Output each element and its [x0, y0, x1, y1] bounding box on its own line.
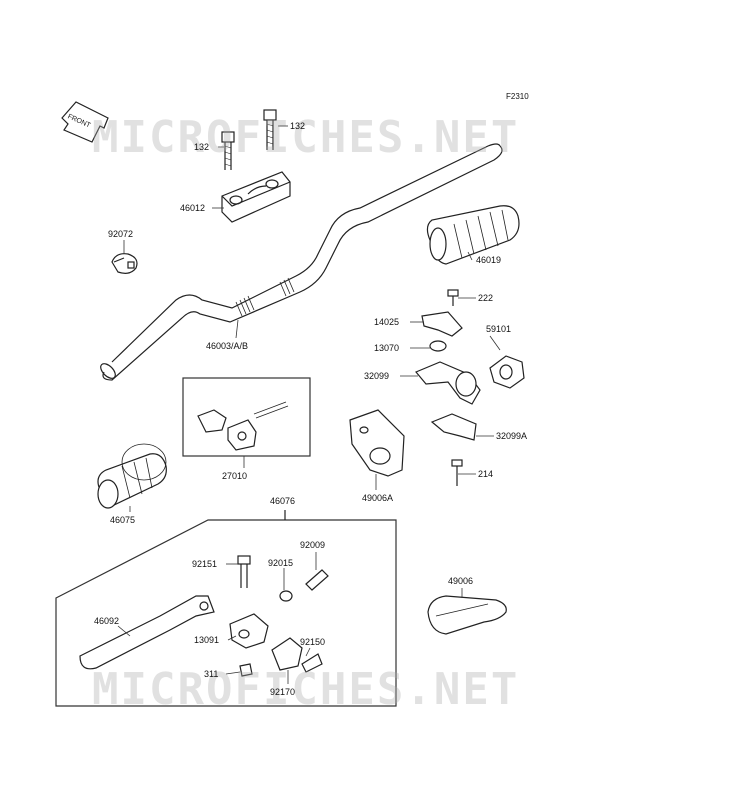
switch-box: [182, 377, 311, 457]
label-13070: 13070: [374, 343, 400, 353]
throttle-housing: [415, 361, 481, 405]
label-46075: 46075: [110, 515, 136, 525]
label-92151: 92151: [192, 559, 218, 569]
watermark-bottom: MICROFICHES.NET: [92, 664, 520, 715]
clutch-lever-group: [55, 510, 397, 707]
label-132-b: 132: [290, 121, 306, 131]
lever-cap: [427, 595, 507, 635]
label-32099a: 32099A: [496, 431, 528, 441]
label-92170: 92170: [270, 687, 296, 697]
label-92009: 92009: [300, 540, 326, 550]
label-13091: 13091: [194, 635, 220, 645]
leader-lines: [117, 125, 501, 684]
label-92015: 92015: [268, 558, 294, 568]
label-46019: 46019: [476, 255, 502, 265]
label-32099: 32099: [364, 371, 390, 381]
label-49006a: 49006A: [362, 493, 394, 503]
label-27010: 27010: [222, 471, 248, 481]
handlebar: [100, 143, 503, 381]
handlebar-clamp: [221, 171, 291, 223]
label-311: 311: [204, 669, 219, 679]
throttle-clamp: [489, 355, 525, 389]
left-grip: [97, 443, 167, 509]
throttle-housing-a: [430, 413, 477, 486]
label-92072: 92072: [108, 229, 134, 239]
right-grip: [426, 205, 520, 265]
label-222: 222: [478, 293, 494, 303]
label-14025: 14025: [374, 317, 400, 327]
label-49006: 49006: [448, 576, 474, 586]
front-arrow-icon: [61, 101, 109, 143]
throttle-cover: [421, 289, 463, 352]
label-46092: 46092: [94, 616, 120, 626]
figure-code: F2310: [506, 92, 529, 101]
throttle-guard: [349, 409, 405, 477]
clamp-bolts: [221, 109, 277, 170]
label-132-a: 132: [194, 142, 210, 152]
label-214: 214: [478, 469, 494, 479]
cable-clip: [111, 253, 138, 274]
label-46003: 46003/A/B: [206, 341, 249, 351]
label-59101: 59101: [486, 324, 512, 334]
label-46076: 46076: [270, 496, 296, 506]
label-92150: 92150: [300, 637, 326, 647]
watermark-top: MICROFICHES.NET: [92, 112, 520, 163]
label-46012: 46012: [180, 203, 206, 213]
